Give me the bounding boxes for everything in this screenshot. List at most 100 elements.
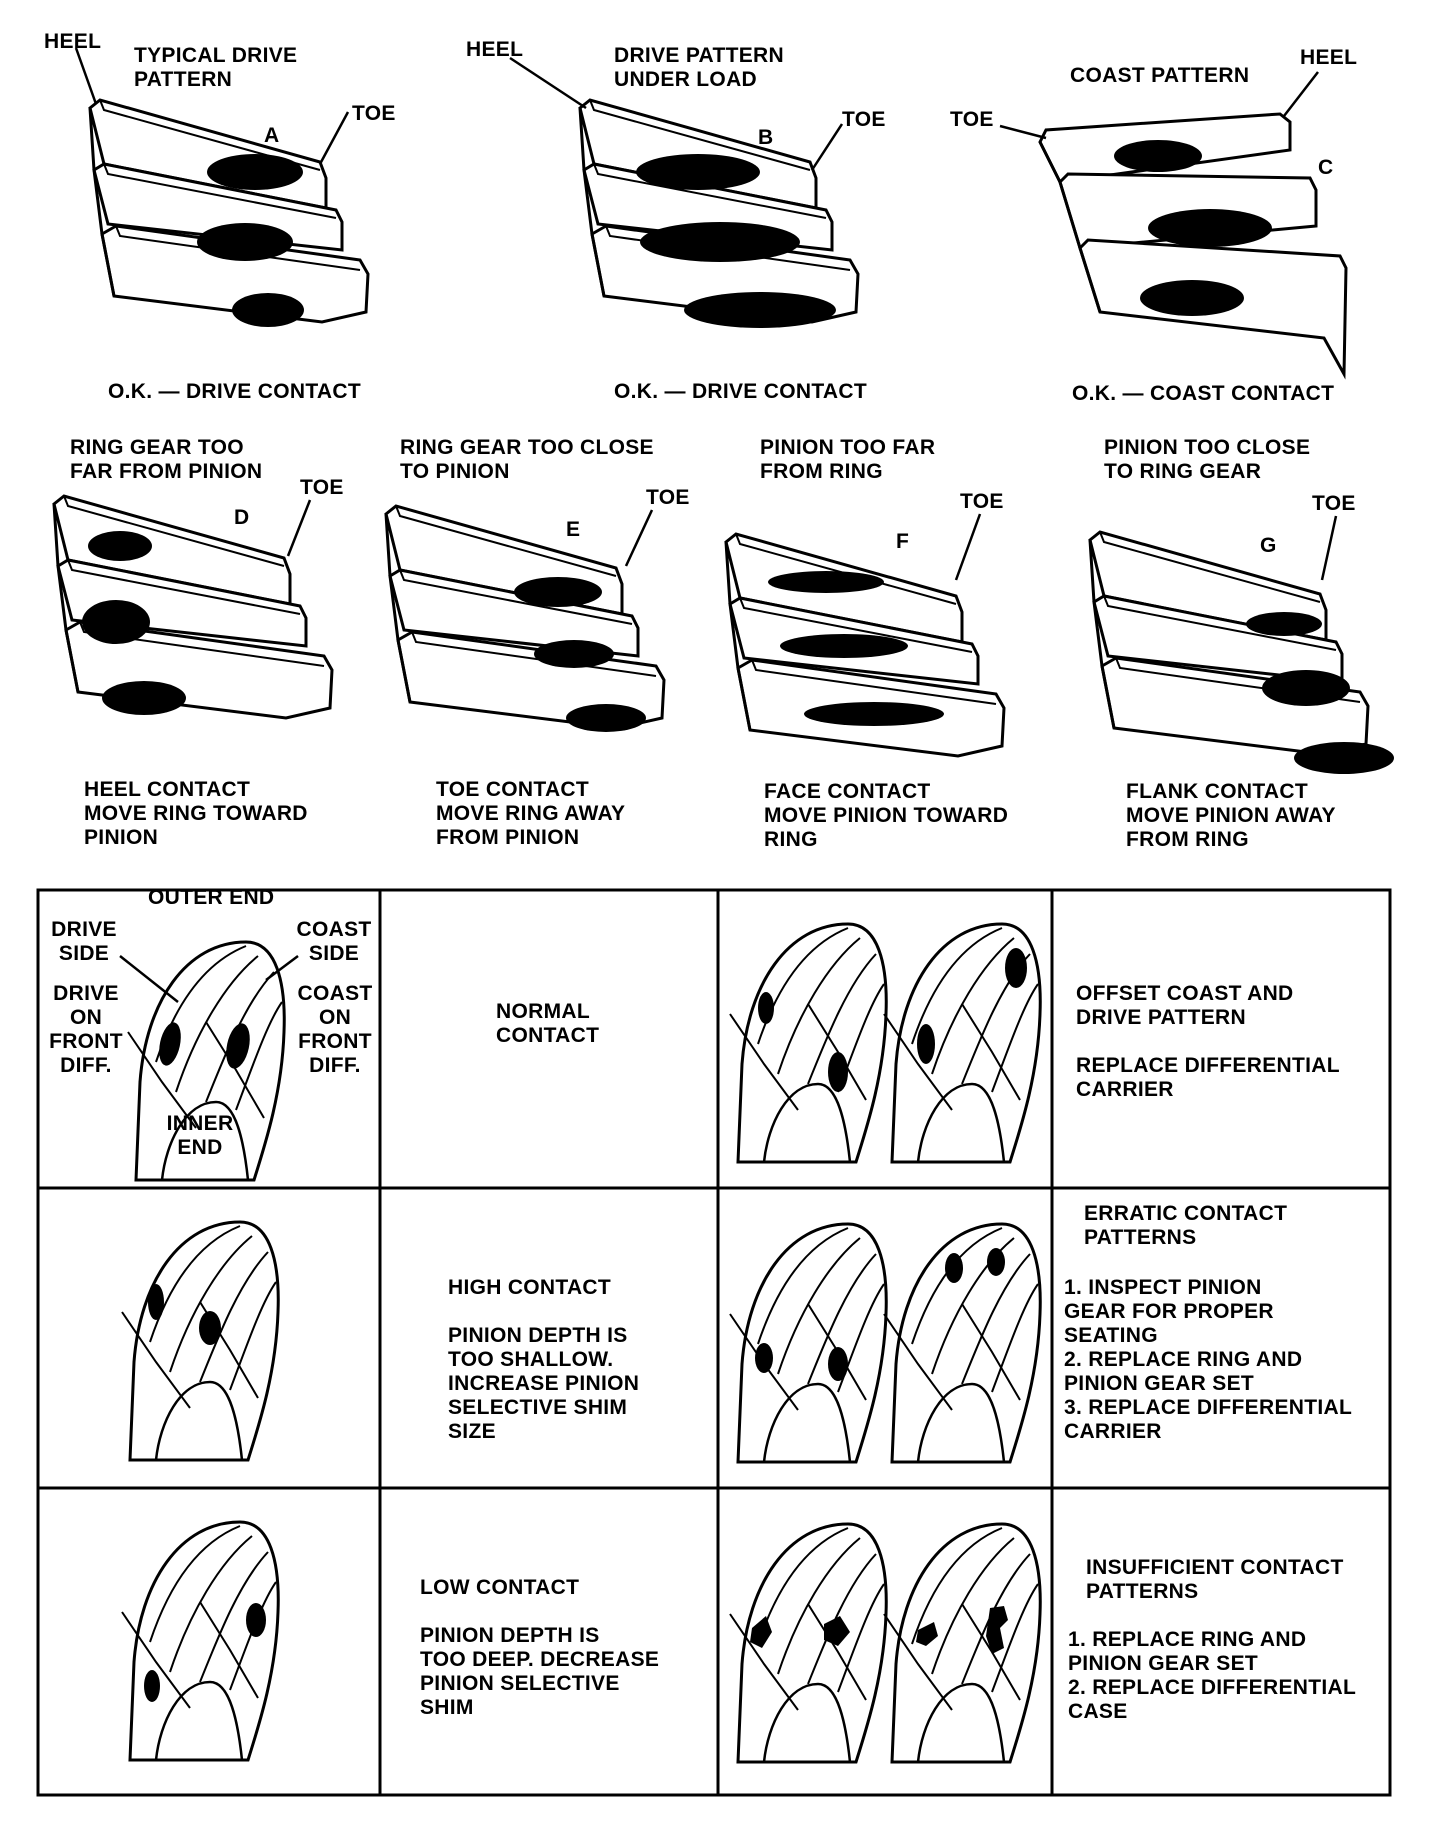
contact-patch [987, 1248, 1005, 1276]
contact-patch [780, 634, 908, 658]
toe-label: TOE [646, 486, 690, 509]
high-contact-diagram [120, 1220, 280, 1462]
insufficient-pattern-diagram-right [882, 1522, 1042, 1764]
coast-side-label: COAST SIDE [296, 918, 372, 965]
contact-patch [750, 1616, 772, 1648]
contact-patch [986, 1606, 1008, 1654]
typical-drive-pattern-title: TYPICAL DRIVE PATTERN [134, 44, 298, 91]
condition-caption-g: FLANK CONTACT MOVE PINION AWAY FROM RING [1126, 780, 1336, 851]
insufficient-step-2: 2. REPLACE DIFFERENTIAL CASE [1068, 1676, 1357, 1723]
diagram-letter: F [896, 530, 910, 553]
contact-patch [207, 154, 303, 190]
contact-patch [159, 1022, 181, 1066]
gear-diagram-b [578, 98, 860, 328]
insufficient-pattern-title: INSUFFICIENT CONTACT PATTERNS [1086, 1556, 1344, 1603]
toe-label: TOE [300, 476, 344, 499]
contact-patch [945, 1253, 963, 1283]
contact-patch [755, 1343, 773, 1373]
contact-patch [197, 223, 293, 261]
condition-caption-d: HEEL CONTACT MOVE RING TOWARD PINION [84, 778, 308, 849]
toe-label: TOE [352, 102, 396, 125]
contact-patch [640, 222, 800, 262]
contact-patch [758, 992, 774, 1024]
contact-patch [148, 1284, 164, 1320]
offset-pattern-text: OFFSET COAST AND DRIVE PATTERN REPLACE D… [1076, 982, 1340, 1101]
gear-diagram-c [1038, 112, 1348, 380]
contact-patch [566, 704, 646, 732]
ok-drive-contact-caption: O.K. — DRIVE CONTACT [108, 380, 361, 403]
erratic-step-1: 1. INSPECT PINION GEAR FOR PROPER SEATIN… [1064, 1276, 1274, 1347]
diagram-letter: G [1260, 534, 1277, 557]
contact-patch [102, 681, 186, 715]
heel-label: HEEL [1300, 46, 1358, 69]
coast-on-front-diff-label: COAST ON FRONT DIFF. [297, 982, 373, 1077]
coast-pattern-title: COAST PATTERN [1070, 64, 1250, 87]
diagram-letter: E [566, 518, 581, 541]
condition-title-g: PINION TOO CLOSE TO RING GEAR [1104, 436, 1311, 483]
offset-pattern-diagram-left [728, 922, 888, 1164]
heel-label: HEEL [466, 38, 524, 61]
diagram-letter: C [1318, 156, 1334, 179]
diagram-letter: B [758, 126, 774, 149]
contact-patch [917, 1024, 935, 1064]
high-contact-text: HIGH CONTACT PINION DEPTH IS TOO SHALLOW… [448, 1276, 640, 1443]
toe-label: TOE [842, 108, 886, 131]
erratic-step-3: 3. REPLACE DIFFERENTIAL CARRIER [1064, 1396, 1353, 1443]
contact-patch [1246, 612, 1322, 636]
low-contact-text: LOW CONTACT PINION DEPTH IS TOO DEEP. DE… [420, 1576, 660, 1719]
contact-patch [88, 531, 152, 561]
contact-patch [636, 154, 760, 190]
condition-caption-f: FACE CONTACT MOVE PINION TOWARD RING [764, 780, 1009, 851]
contact-patch [232, 293, 304, 327]
condition-title-f: PINION TOO FAR FROM RING [760, 436, 936, 483]
contact-patch [514, 577, 602, 607]
inner-end-label: INNER END [166, 1112, 234, 1159]
normal-contact-text: NORMAL CONTACT [496, 1000, 600, 1047]
drive-on-front-diff-label: DRIVE ON FRONT DIFF. [49, 982, 123, 1077]
contact-patch [824, 1616, 850, 1646]
contact-patch [82, 600, 150, 644]
gear-diagram-d [52, 494, 334, 720]
drive-side-label: DRIVE SIDE [51, 918, 117, 965]
gear-diagram-f [724, 532, 1006, 758]
toe-label: TOE [950, 108, 994, 131]
contact-patch [199, 1311, 221, 1345]
low-contact-diagram [120, 1520, 280, 1762]
contact-patch [226, 1023, 250, 1069]
contact-patch [684, 292, 836, 328]
contact-patch [534, 640, 614, 668]
ok-coast-contact-caption: O.K. — COAST CONTACT [1072, 382, 1335, 405]
gear-diagram-a [88, 98, 370, 327]
erratic-pattern-diagram-right [882, 1222, 1042, 1464]
contact-patch [1114, 140, 1202, 172]
contact-patch [144, 1670, 160, 1702]
contact-patch [828, 1052, 848, 1092]
outer-end-label: OUTER END [148, 886, 275, 909]
insufficient-step-1: 1. REPLACE RING AND PINION GEAR SET [1068, 1628, 1307, 1675]
insufficient-pattern-diagram-left [728, 1522, 888, 1764]
contact-patch [1262, 670, 1350, 706]
condition-title-e: RING GEAR TOO CLOSE TO PINION [400, 436, 654, 483]
condition-title-d: RING GEAR TOO FAR FROM PINION [70, 436, 263, 483]
erratic-pattern-diagram-left [728, 1222, 888, 1464]
contact-patch [1294, 742, 1394, 774]
contact-patch [1005, 948, 1027, 988]
diagram-letter: A [264, 124, 280, 147]
erratic-step-2: 2. REPLACE RING AND PINION GEAR SET [1064, 1348, 1303, 1395]
heel-label: HEEL [44, 30, 102, 53]
erratic-pattern-title: ERRATIC CONTACT PATTERNS [1084, 1202, 1288, 1249]
contact-patch [828, 1347, 848, 1381]
gear-diagram-e [384, 504, 666, 732]
condition-caption-e: TOE CONTACT MOVE RING AWAY FROM PINION [436, 778, 626, 849]
drive-pattern-under-load-title: DRIVE PATTERN UNDER LOAD [614, 44, 784, 91]
offset-pattern-diagram-right [882, 922, 1042, 1164]
contact-patch [1148, 209, 1272, 247]
ok-drive-contact-caption: O.K. — DRIVE CONTACT [614, 380, 867, 403]
toe-label: TOE [960, 490, 1004, 513]
contact-table-grid [36, 888, 1392, 1797]
contact-patch [768, 571, 884, 593]
contact-patch [1140, 280, 1244, 316]
gear-diagram-g [1088, 530, 1394, 774]
contact-patch [804, 702, 944, 726]
